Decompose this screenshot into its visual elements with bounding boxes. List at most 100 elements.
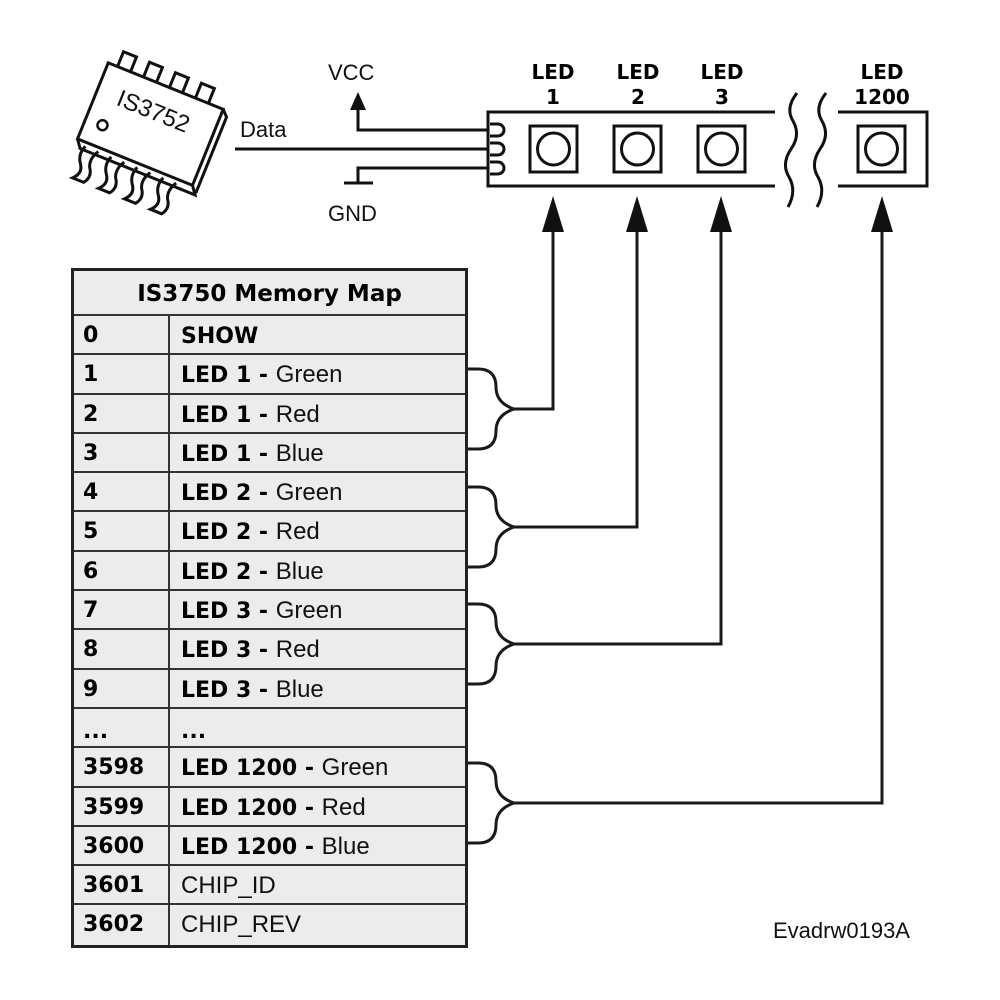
table-row: 3598 LED 1200 - Green <box>74 748 465 788</box>
address-cell: 3602 <box>74 905 170 945</box>
description-text: Red <box>321 793 366 821</box>
description-cell: SHOW <box>170 316 465 353</box>
chip-bottom-pins <box>68 145 178 216</box>
description-text: CHIP_REV <box>181 911 302 939</box>
led-1-label-line1: LED <box>531 60 574 84</box>
address-cell: 1 <box>74 355 170 393</box>
gnd-label: GND <box>328 201 377 226</box>
address-cell: 0 <box>74 316 170 354</box>
connector-led-3 <box>448 222 723 686</box>
description-text: Green <box>275 361 343 389</box>
led-1-label-line2: 1 <box>546 85 560 109</box>
led-3-label-line2: 3 <box>715 85 729 109</box>
description-cell: LED 2 - Red <box>170 512 465 549</box>
description-bold: LED 1200 - <box>181 795 322 821</box>
address-cell: ... <box>74 708 170 747</box>
description-text: Blue <box>275 557 324 585</box>
led-2-label-line1: LED <box>616 60 659 84</box>
description-text: Green <box>275 597 343 625</box>
memory-map-title: IS3750 Memory Map <box>74 271 465 316</box>
description-bold: LED 3 - <box>181 677 276 703</box>
wires <box>235 108 490 185</box>
description-bold: LED 2 - <box>181 559 276 585</box>
description-text: Red <box>275 400 320 428</box>
address-cell: 9 <box>74 669 170 707</box>
strip-break-icon <box>784 92 828 208</box>
description-text: Green <box>321 754 389 782</box>
description-text: Green <box>275 479 343 507</box>
description-bold: LED 3 - <box>181 638 276 664</box>
description-bold: LED 2 - <box>181 520 276 546</box>
address-cell: 7 <box>74 591 170 629</box>
description-text: Blue <box>275 439 324 467</box>
address-cell: 3599 <box>74 787 170 825</box>
description-cell: CHIP_REV <box>170 905 465 944</box>
address-cell: 3598 <box>74 748 170 786</box>
table-row: ...... <box>74 708 465 749</box>
description-cell: LED 1200 - Blue <box>170 827 465 864</box>
description-cell: LED 3 - Red <box>170 630 465 667</box>
description-text: CHIP_ID <box>181 872 276 900</box>
led-1200 <box>856 124 907 174</box>
led-3-label-line1: LED <box>700 60 743 84</box>
description-text: Blue <box>275 675 324 703</box>
address-cell: 5 <box>74 512 170 550</box>
led-2 <box>612 124 663 174</box>
description-bold: LED 2 - <box>181 481 276 507</box>
description-cell: ... <box>170 709 465 746</box>
description-cell: LED 2 - Green <box>170 473 465 510</box>
address-cell: 4 <box>74 473 170 511</box>
led-3 <box>696 124 747 174</box>
vcc-arrow-icon <box>350 92 366 110</box>
table-row: 3599 LED 1200 - Red <box>74 787 465 827</box>
connector-led-1200 <box>448 222 884 845</box>
description-text: Red <box>275 636 320 664</box>
description-cell: LED 1 - Green <box>170 355 465 392</box>
table-row: 3602 CHIP_REV <box>74 905 465 945</box>
description-bold: ... <box>181 718 207 744</box>
connector-led-1 <box>448 222 555 451</box>
led-1200-label-line1: LED <box>860 60 903 84</box>
arrow-led-1200-icon <box>871 196 893 232</box>
led-1 <box>528 124 579 174</box>
description-bold: LED 1 - <box>181 441 276 467</box>
gnd-wire <box>356 166 490 182</box>
description-bold: LED 3 - <box>181 599 276 625</box>
vcc-label: VCC <box>328 60 375 85</box>
connectors <box>448 222 884 845</box>
address-cell: 3 <box>74 433 170 472</box>
description-cell: LED 3 - Green <box>170 591 465 628</box>
description-bold: LED 1200 - <box>181 834 322 860</box>
chip-body <box>75 60 226 188</box>
address-cell: 3600 <box>74 826 170 865</box>
description-bold: LED 1 - <box>181 363 276 389</box>
connector-led-2 <box>448 222 639 569</box>
description-cell: LED 1 - Red <box>170 395 465 432</box>
led-strip <box>486 110 929 188</box>
description-bold: LED 1 - <box>181 402 276 428</box>
description-text: Red <box>275 518 320 546</box>
address-cell: 6 <box>74 551 170 590</box>
description-cell: CHIP_ID <box>170 866 465 903</box>
description-bold: LED 1200 - <box>181 756 322 782</box>
chip-is3752: IS3752 <box>68 49 229 216</box>
description-cell: LED 2 - Blue <box>170 552 465 589</box>
led-2-label-line2: 2 <box>631 85 645 109</box>
description-cell: LED 1 - Blue <box>170 434 465 471</box>
strip-connector-pads <box>490 122 506 176</box>
chip-pin1-dot <box>96 118 109 132</box>
arrow-led-2-icon <box>626 196 648 232</box>
